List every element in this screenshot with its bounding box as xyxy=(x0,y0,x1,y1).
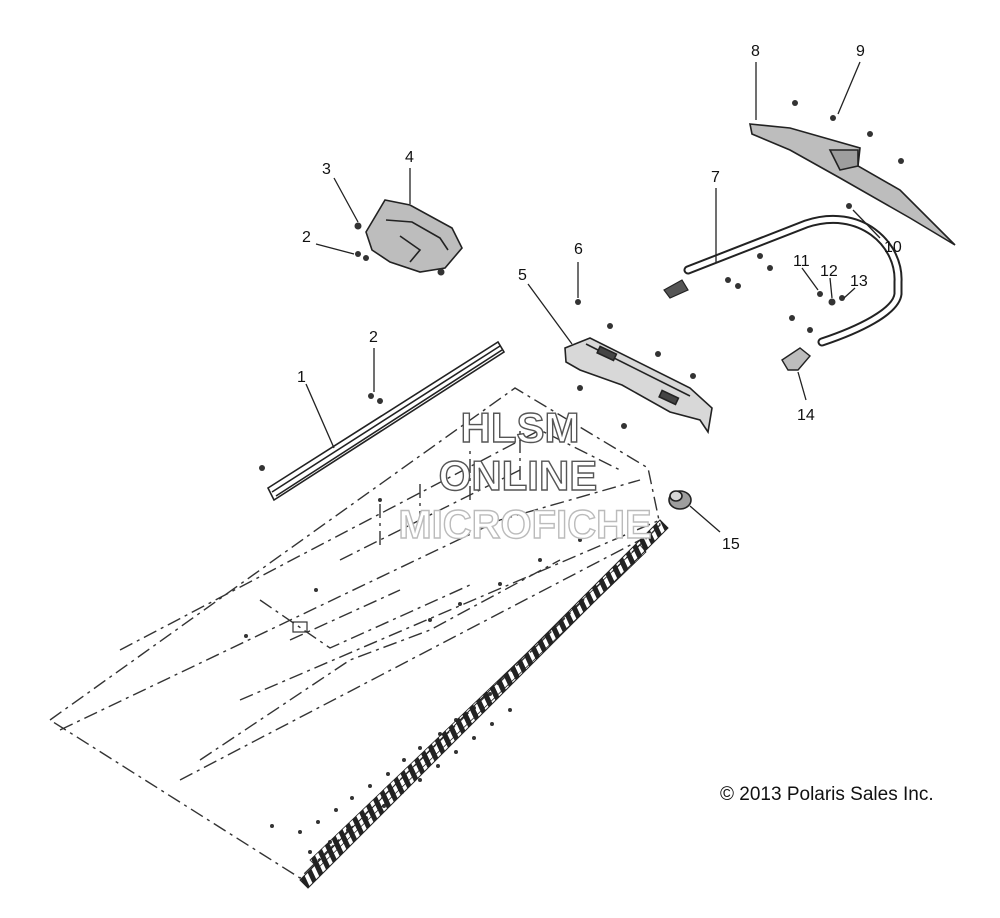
watermark-line-1: HLSM xyxy=(461,404,580,451)
callout-7: 7 xyxy=(711,169,720,186)
callout-8: 8 xyxy=(751,43,760,60)
callout-2-cover: 2 xyxy=(302,229,311,246)
callout-1: 1 xyxy=(297,369,306,386)
callout-6: 6 xyxy=(574,241,583,258)
cover-part-4 xyxy=(365,199,463,273)
callout-12: 12 xyxy=(820,263,838,280)
tunnel-inner-teeth xyxy=(309,544,647,869)
bumper-part-15 xyxy=(668,490,692,510)
leader-lines xyxy=(305,61,881,533)
plate-fasteners xyxy=(792,100,904,209)
rail-part-1 xyxy=(266,340,506,502)
callout-14: 14 xyxy=(797,407,815,424)
tunnel-body xyxy=(48,387,661,879)
callout-13: 13 xyxy=(850,273,868,290)
callout-9: 9 xyxy=(856,43,865,60)
watermark: HLSM ONLINE MICROFICHE xyxy=(398,403,653,547)
grab-handle-inner xyxy=(685,216,901,345)
callout-2-rail: 2 xyxy=(369,329,378,346)
callouts: 1 2 2 3 4 5 6 7 8 9 10 11 12 13 14 15 xyxy=(297,43,902,553)
callout-11: 11 xyxy=(793,253,810,270)
callout-10: 10 xyxy=(884,239,902,256)
callout-4: 4 xyxy=(405,149,414,166)
callout-15: 15 xyxy=(722,536,740,553)
bracket-part-5 xyxy=(564,337,713,435)
watermark-line-2: ONLINE xyxy=(439,452,598,499)
handle-fasteners xyxy=(725,253,845,333)
handle-end-cap-part-14 xyxy=(781,347,812,371)
screws-rail xyxy=(259,393,383,471)
copyright-notice: © 2013 Polaris Sales Inc. xyxy=(720,784,934,805)
handle-end-cap-left xyxy=(663,279,689,299)
watermark-line-3: MICROFICHE xyxy=(398,503,651,547)
rear-plate-part-8 xyxy=(749,123,956,246)
callout-5: 5 xyxy=(518,267,527,284)
callout-3: 3 xyxy=(322,161,331,178)
fasteners-cover xyxy=(354,222,445,276)
tunnel-bracket-hole xyxy=(292,621,308,633)
screws-bracket xyxy=(575,299,696,429)
